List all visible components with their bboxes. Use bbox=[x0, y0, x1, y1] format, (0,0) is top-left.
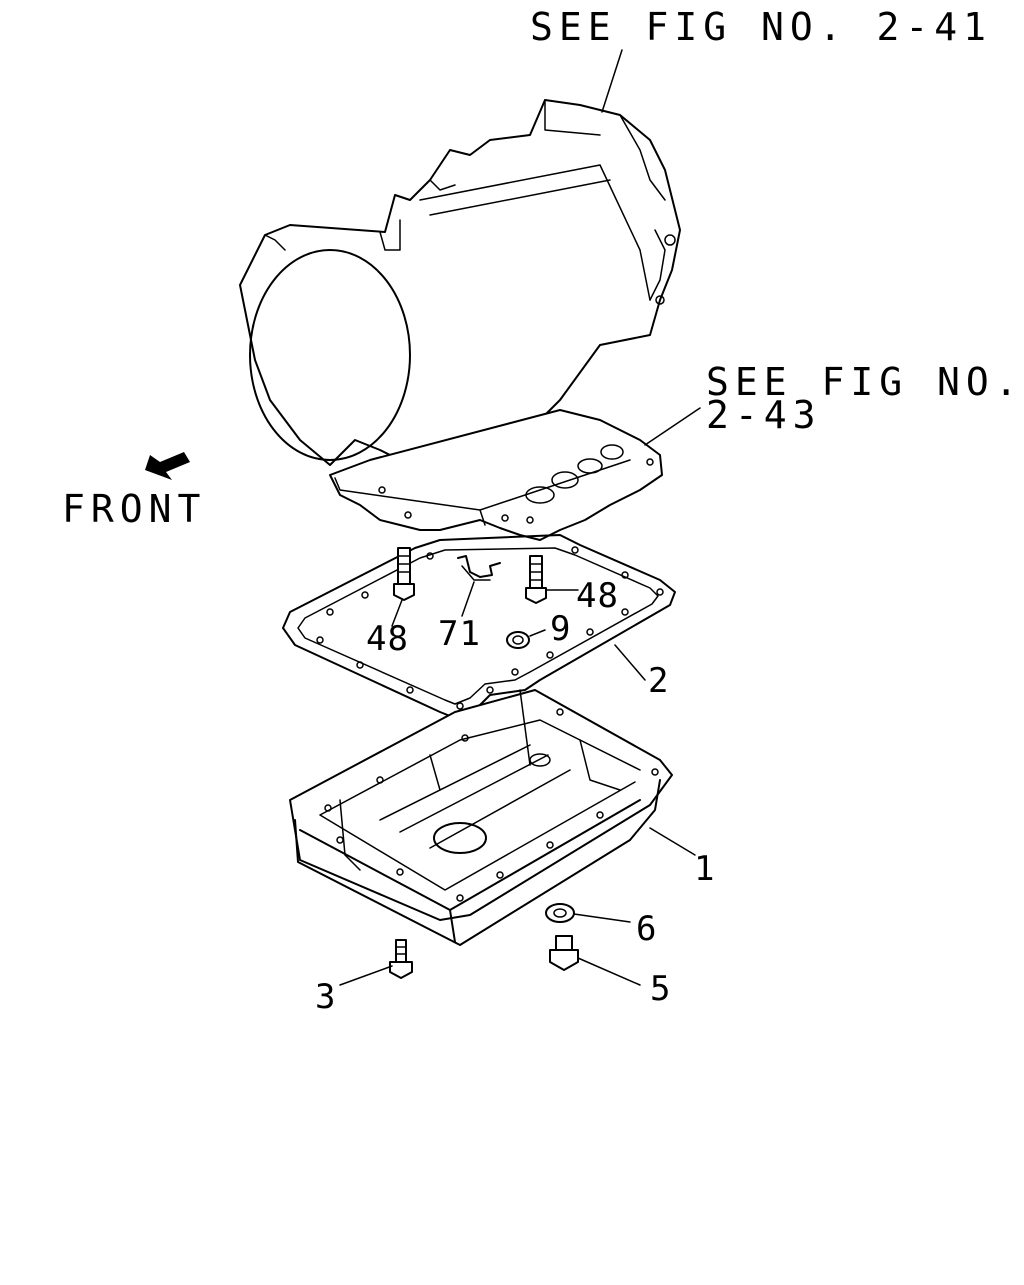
front-arrow-icon bbox=[145, 452, 190, 480]
callout-3: 3 bbox=[315, 977, 336, 1017]
drain-washer bbox=[545, 903, 575, 923]
callout-48-left: 48 bbox=[366, 619, 409, 659]
front-label: FRONT bbox=[62, 487, 206, 531]
strainer-bolt-left bbox=[393, 547, 415, 601]
callout-6: 6 bbox=[636, 909, 657, 949]
reference-transmission: SEE FIG NO. 2-41 bbox=[530, 5, 992, 49]
reference-valve-body-line1: SEE FIG NO. bbox=[706, 360, 1024, 404]
magnet bbox=[506, 631, 530, 649]
strainer-bracket bbox=[457, 555, 501, 581]
valve-body bbox=[329, 409, 663, 541]
reference-valve-body-line2: 2-43 bbox=[706, 393, 822, 437]
strainer-bolt-right bbox=[525, 555, 547, 604]
drain-plug bbox=[549, 935, 579, 971]
callout-71: 71 bbox=[438, 614, 481, 654]
callout-9: 9 bbox=[550, 609, 571, 649]
callout-48-right: 48 bbox=[576, 576, 619, 616]
leader-lines bbox=[339, 49, 701, 986]
oil-pan bbox=[289, 689, 673, 946]
callout-5: 5 bbox=[650, 969, 671, 1009]
callout-1: 1 bbox=[694, 849, 715, 889]
transmission-case bbox=[239, 99, 681, 471]
pan-bolt bbox=[389, 939, 413, 979]
callout-2: 2 bbox=[648, 661, 669, 701]
